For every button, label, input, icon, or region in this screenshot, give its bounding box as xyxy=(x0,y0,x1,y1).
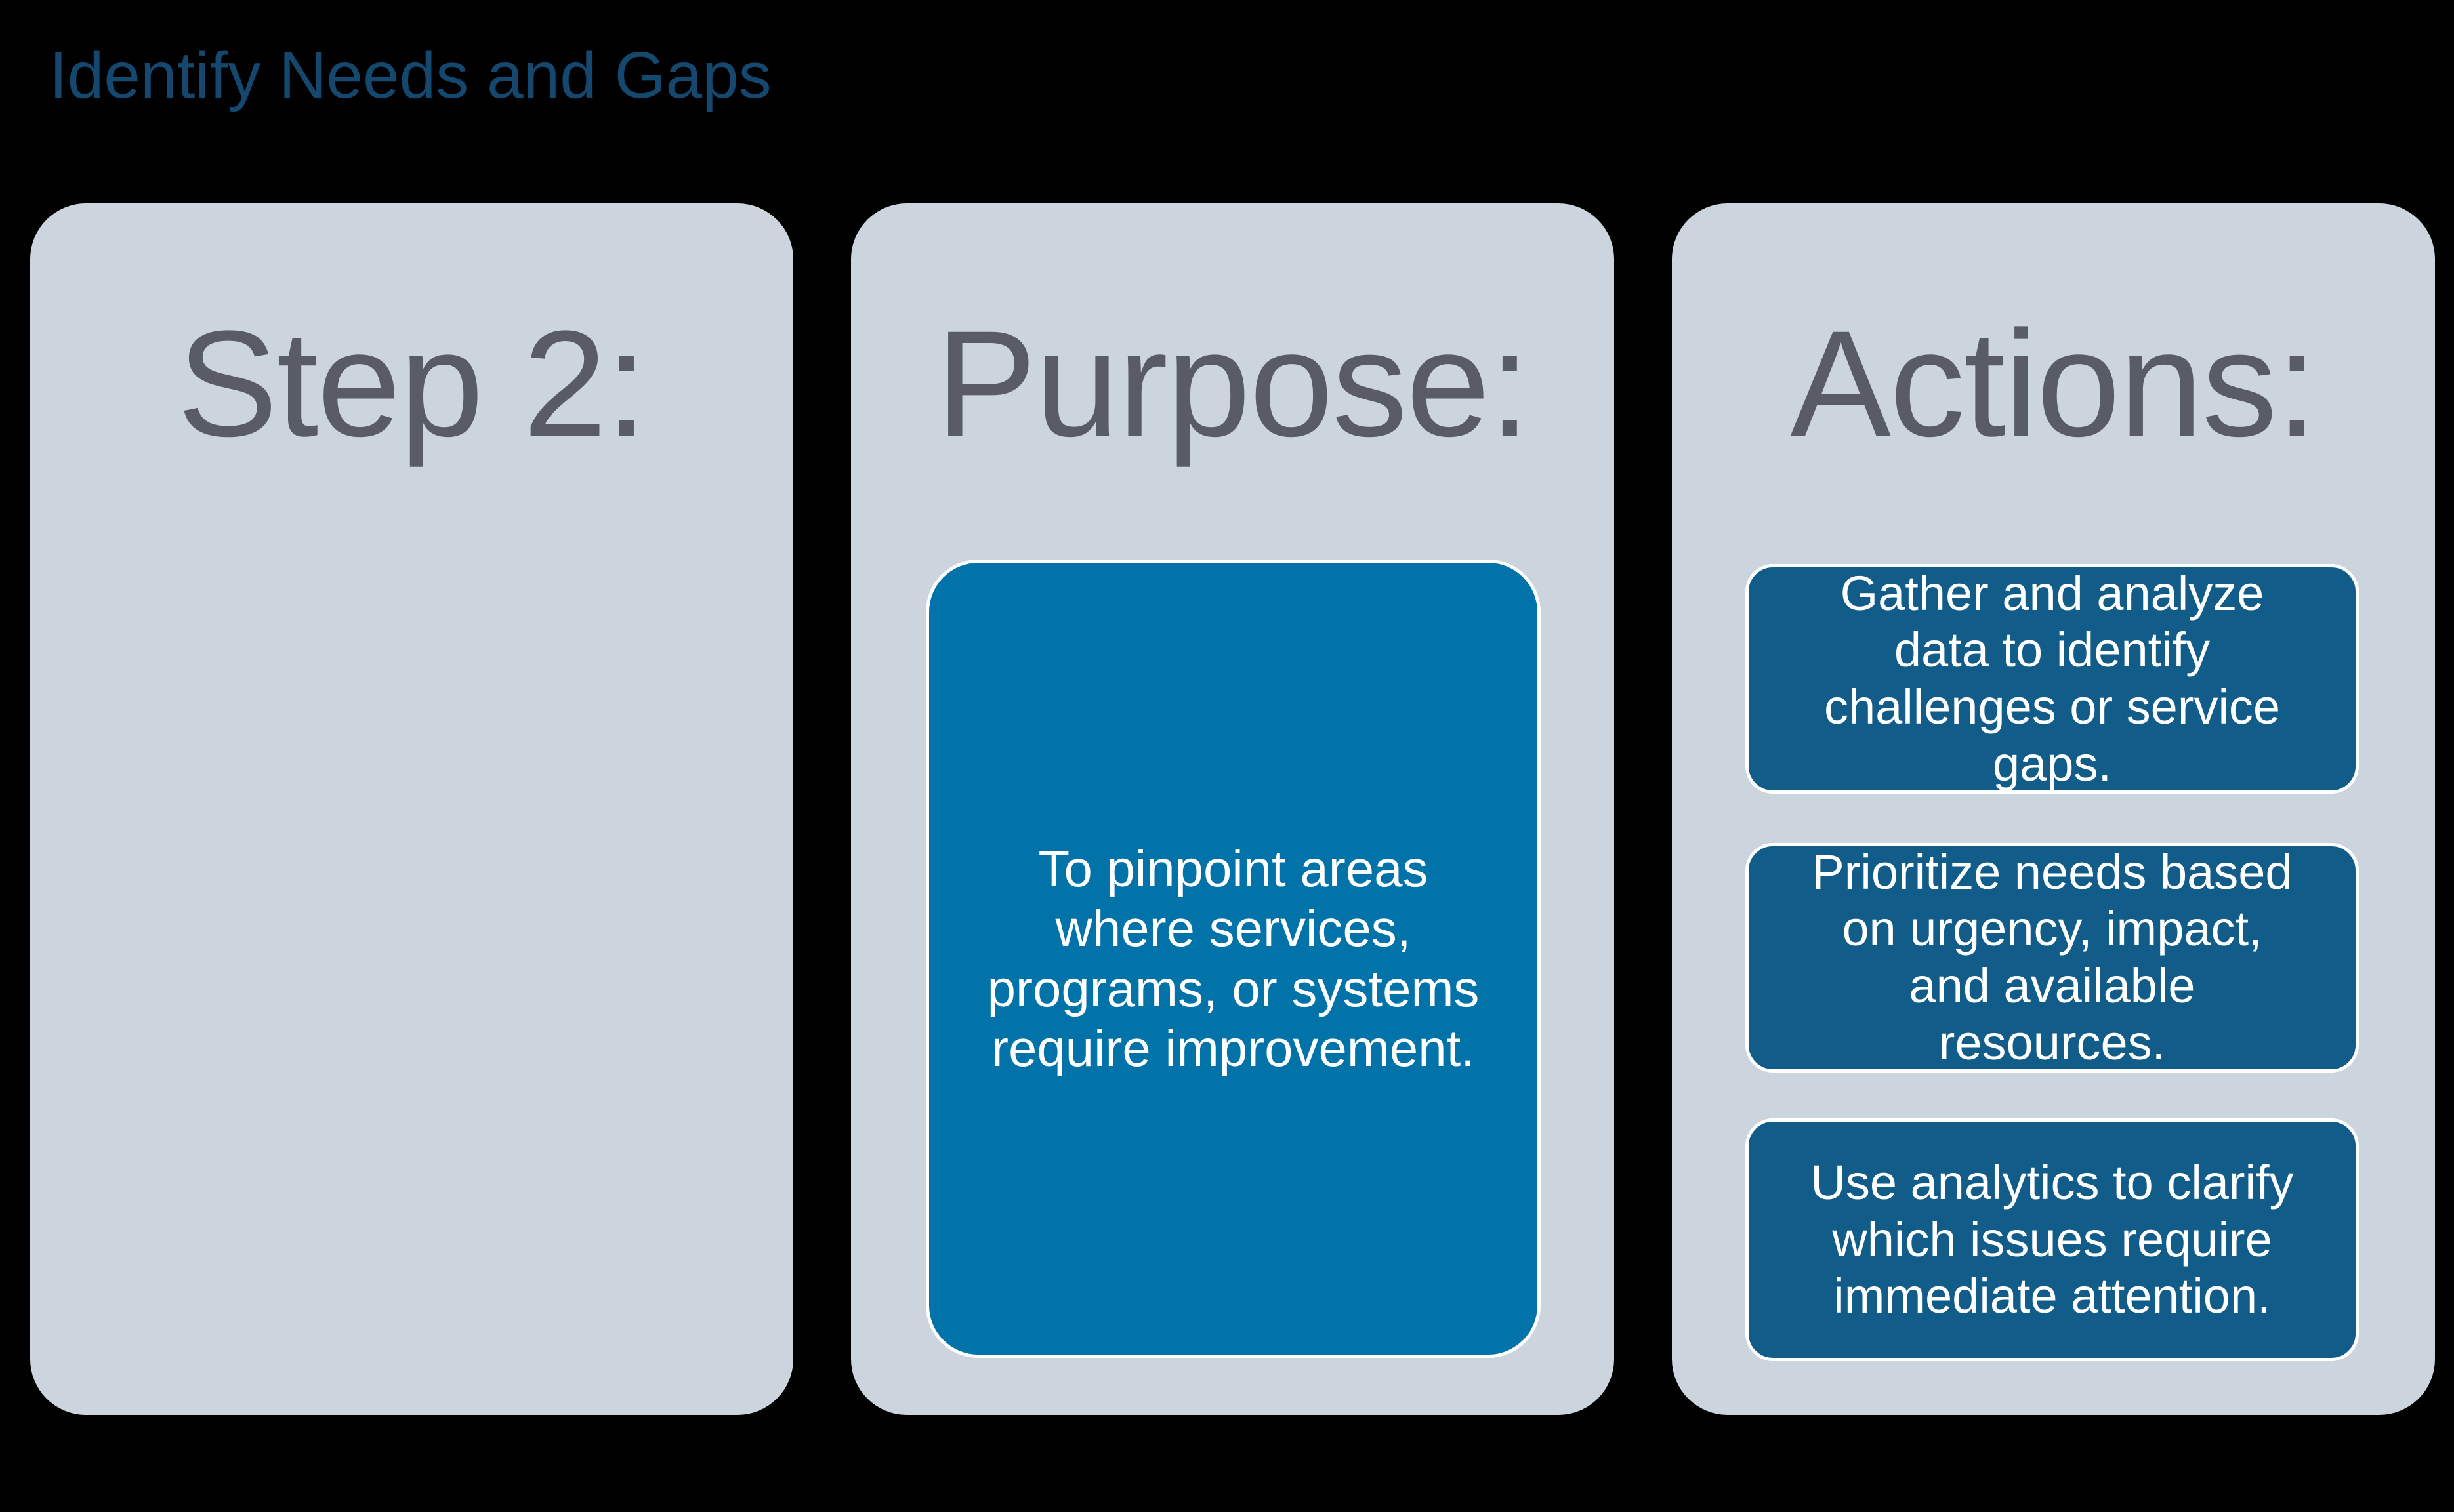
card-step-header: Step 2: xyxy=(177,299,648,468)
action-box-1: Gather and analyze data to identify chal… xyxy=(1745,564,2359,794)
card-actions-header: Actions: xyxy=(1790,299,2318,468)
action-box-3-text: Use analytics to clarify which issues re… xyxy=(1810,1155,2294,1324)
action-box-2: Prioritize needs based on urgency, impac… xyxy=(1745,843,2359,1073)
action-box-3: Use analytics to clarify which issues re… xyxy=(1745,1118,2359,1361)
card-purpose-header: Purpose: xyxy=(936,299,1531,468)
card-purpose: Purpose: To pinpoint areas where service… xyxy=(851,203,1614,1415)
card-actions: Actions: Gather and analyze data to iden… xyxy=(1672,203,2435,1415)
action-box-2-text: Prioritize needs based on urgency, impac… xyxy=(1812,844,2293,1070)
purpose-box: To pinpoint areas where services, progra… xyxy=(926,560,1541,1358)
purpose-box-text: To pinpoint areas where services, progra… xyxy=(987,840,1480,1077)
slide-title: Identify Needs and Gaps xyxy=(49,39,772,112)
cards-row: Step 2: Purpose: To pinpoint areas where… xyxy=(30,203,2435,1415)
action-box-1-text: Gather and analyze data to identify chal… xyxy=(1823,565,2281,791)
card-step: Step 2: xyxy=(30,203,793,1415)
